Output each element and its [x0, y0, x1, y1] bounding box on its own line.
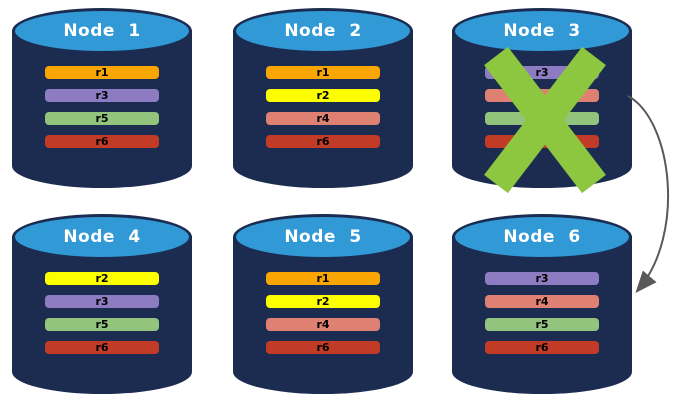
cylinder-top: Node 1 — [12, 8, 192, 54]
node-4: Node 4 r2 r3 r5 r6 — [12, 214, 192, 394]
replica-bar: r6 — [266, 341, 380, 354]
cylinder-body — [12, 30, 192, 188]
replica-list: r2 r3 r5 r6 — [45, 272, 159, 364]
replica-list: r1 r3 r5 r6 — [45, 66, 159, 158]
x-stroke — [484, 46, 606, 194]
replica-bar: r2 — [45, 272, 159, 285]
replica-bar: r3 — [45, 89, 159, 102]
cylinder-top: Node 2 — [233, 8, 413, 54]
replica-list: r1 r2 r4 r6 — [266, 272, 380, 364]
replica-bar: r5 — [45, 112, 159, 125]
replica-bar: r1 — [266, 272, 380, 285]
replica-list: r1 r2 r4 r6 — [266, 66, 380, 158]
replica-bar: r5 — [45, 318, 159, 331]
node-6: Node 6 r3 r4 r5 r6 — [452, 214, 632, 394]
cylinder-top: Node 4 — [12, 214, 192, 260]
replica-bar: r4 — [485, 295, 599, 308]
replica-bar: r6 — [266, 135, 380, 148]
replica-bar: r2 — [266, 89, 380, 102]
failure-x-icon — [484, 46, 606, 194]
cylinder-body — [233, 236, 413, 394]
replica-bar: r4 — [266, 318, 380, 331]
cylinder-body — [12, 236, 192, 394]
replica-bar: r3 — [45, 295, 159, 308]
replica-bar: r1 — [266, 66, 380, 79]
node-5: Node 5 r1 r2 r4 r6 — [233, 214, 413, 394]
replica-bar: r2 — [266, 295, 380, 308]
node-title: Node 3 — [503, 21, 581, 41]
cylinder-body — [233, 30, 413, 188]
cylinder-top: Node 5 — [233, 214, 413, 260]
node-title: Node 4 — [63, 227, 141, 247]
node-title: Node 5 — [284, 227, 362, 247]
replica-bar: r1 — [45, 66, 159, 79]
cylinder-top: Node 3 — [452, 8, 632, 54]
replica-bar: r3 — [485, 272, 599, 285]
node-title: Node 1 — [63, 21, 141, 41]
replica-bar: r6 — [485, 341, 599, 354]
replica-bar: r6 — [45, 135, 159, 148]
replica-bar: r5 — [485, 318, 599, 331]
cylinder-top: Node 6 — [452, 214, 632, 260]
replica-bar: r6 — [45, 341, 159, 354]
node-1: Node 1 r1 r3 r5 r6 — [12, 8, 192, 188]
replica-bar: r4 — [266, 112, 380, 125]
node-2: Node 2 r1 r2 r4 r6 — [233, 8, 413, 188]
node-title: Node 2 — [284, 21, 362, 41]
cylinder-body — [452, 236, 632, 394]
node-title: Node 6 — [503, 227, 581, 247]
replica-list: r3 r4 r5 r6 — [485, 272, 599, 364]
arrow-curve — [627, 95, 670, 294]
